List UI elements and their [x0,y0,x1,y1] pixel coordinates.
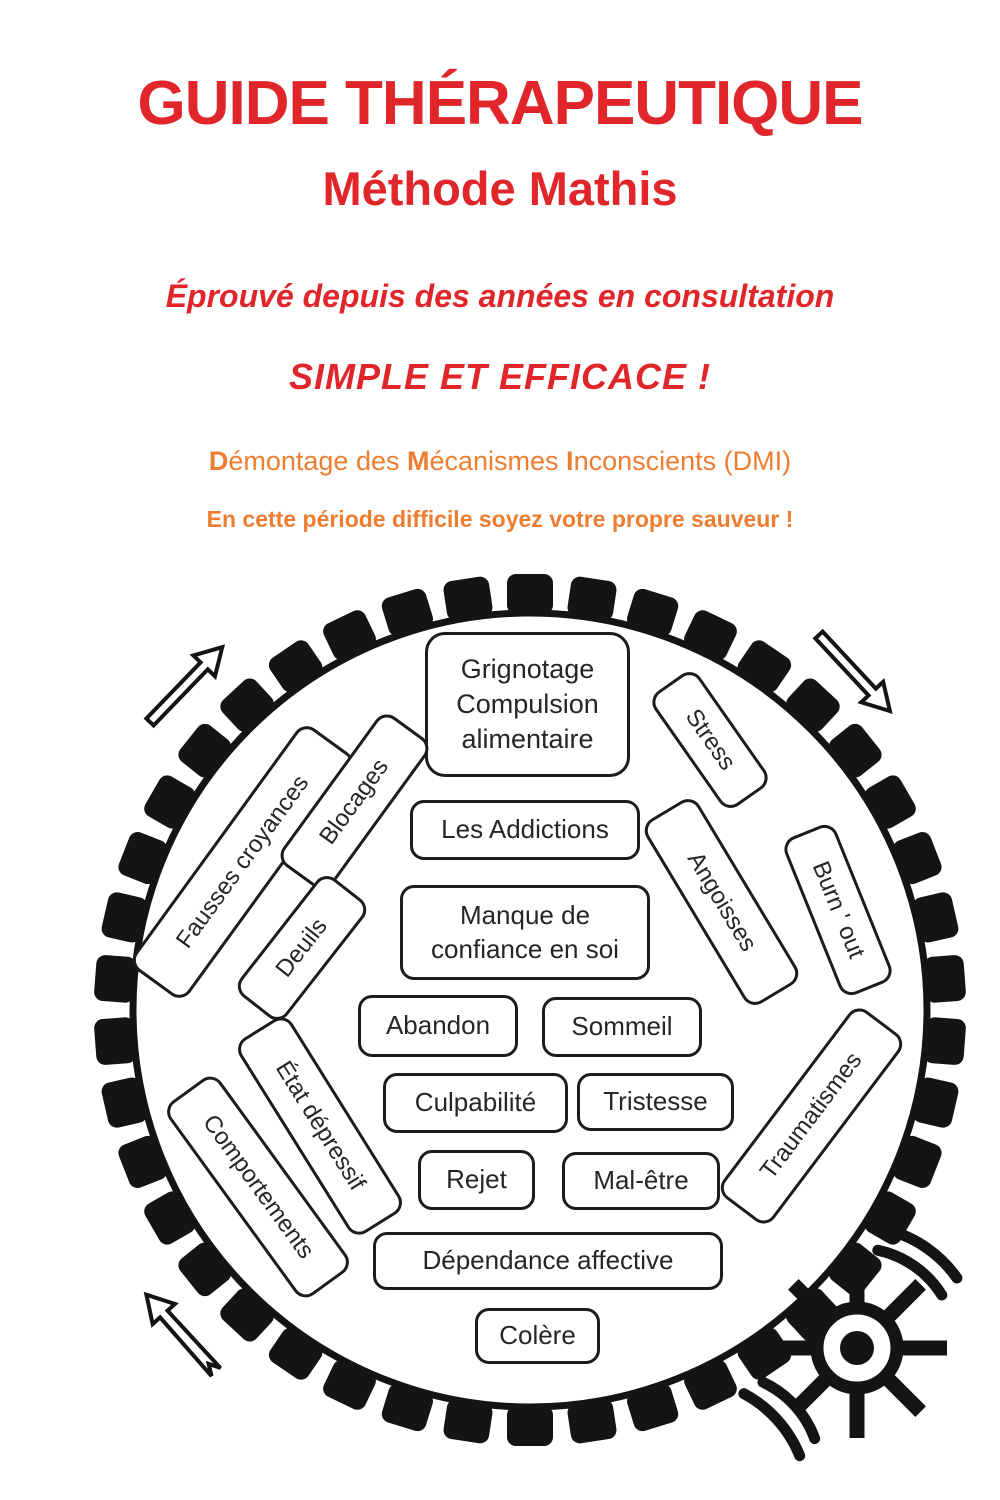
gear-label-mal-etre: Mal-être [562,1152,720,1210]
gear-label-culpabilite: Culpabilité [383,1073,568,1133]
arrow-bottom-left-icon [143,1291,222,1378]
gear-label-colere: Colère [475,1308,600,1364]
gear-label-rejet: Rejet [418,1150,535,1210]
gear-label-tristesse: Tristesse [577,1073,734,1131]
gear-label-sommeil: Sommeil [542,997,702,1057]
gear-label-grignotage: Grignotage Compulsion alimentaire [425,632,630,777]
small-gear-icon [738,1224,963,1462]
gear-label-manque-de-confiance: Manque de confiance en soi [400,885,650,980]
cover-header: GUIDE THÉRAPEUTIQUE Méthode Mathis Éprou… [0,0,1000,533]
page-title: GUIDE THÉRAPEUTIQUE [137,69,863,138]
page-subtitle: Méthode Mathis [322,162,678,215]
dmi-line: Démontage des Mécanismes Inconscients (D… [208,446,792,476]
gear-label-abandon: Abandon [358,995,518,1057]
arrow-top-left-icon [143,644,226,729]
arrow-top-right-icon [812,628,893,714]
gear-label-dependance-affective: Dépendance affective [373,1232,723,1290]
gear-label-les-addictions: Les Addictions [410,800,640,860]
tagline-simple-efficace: SIMPLE ET EFFICACE ! [288,356,711,397]
tagline-consultation: Éprouvé depuis des années en consultatio… [165,278,835,314]
tagline-sauveur: En cette période difficile soyez votre p… [206,506,794,532]
